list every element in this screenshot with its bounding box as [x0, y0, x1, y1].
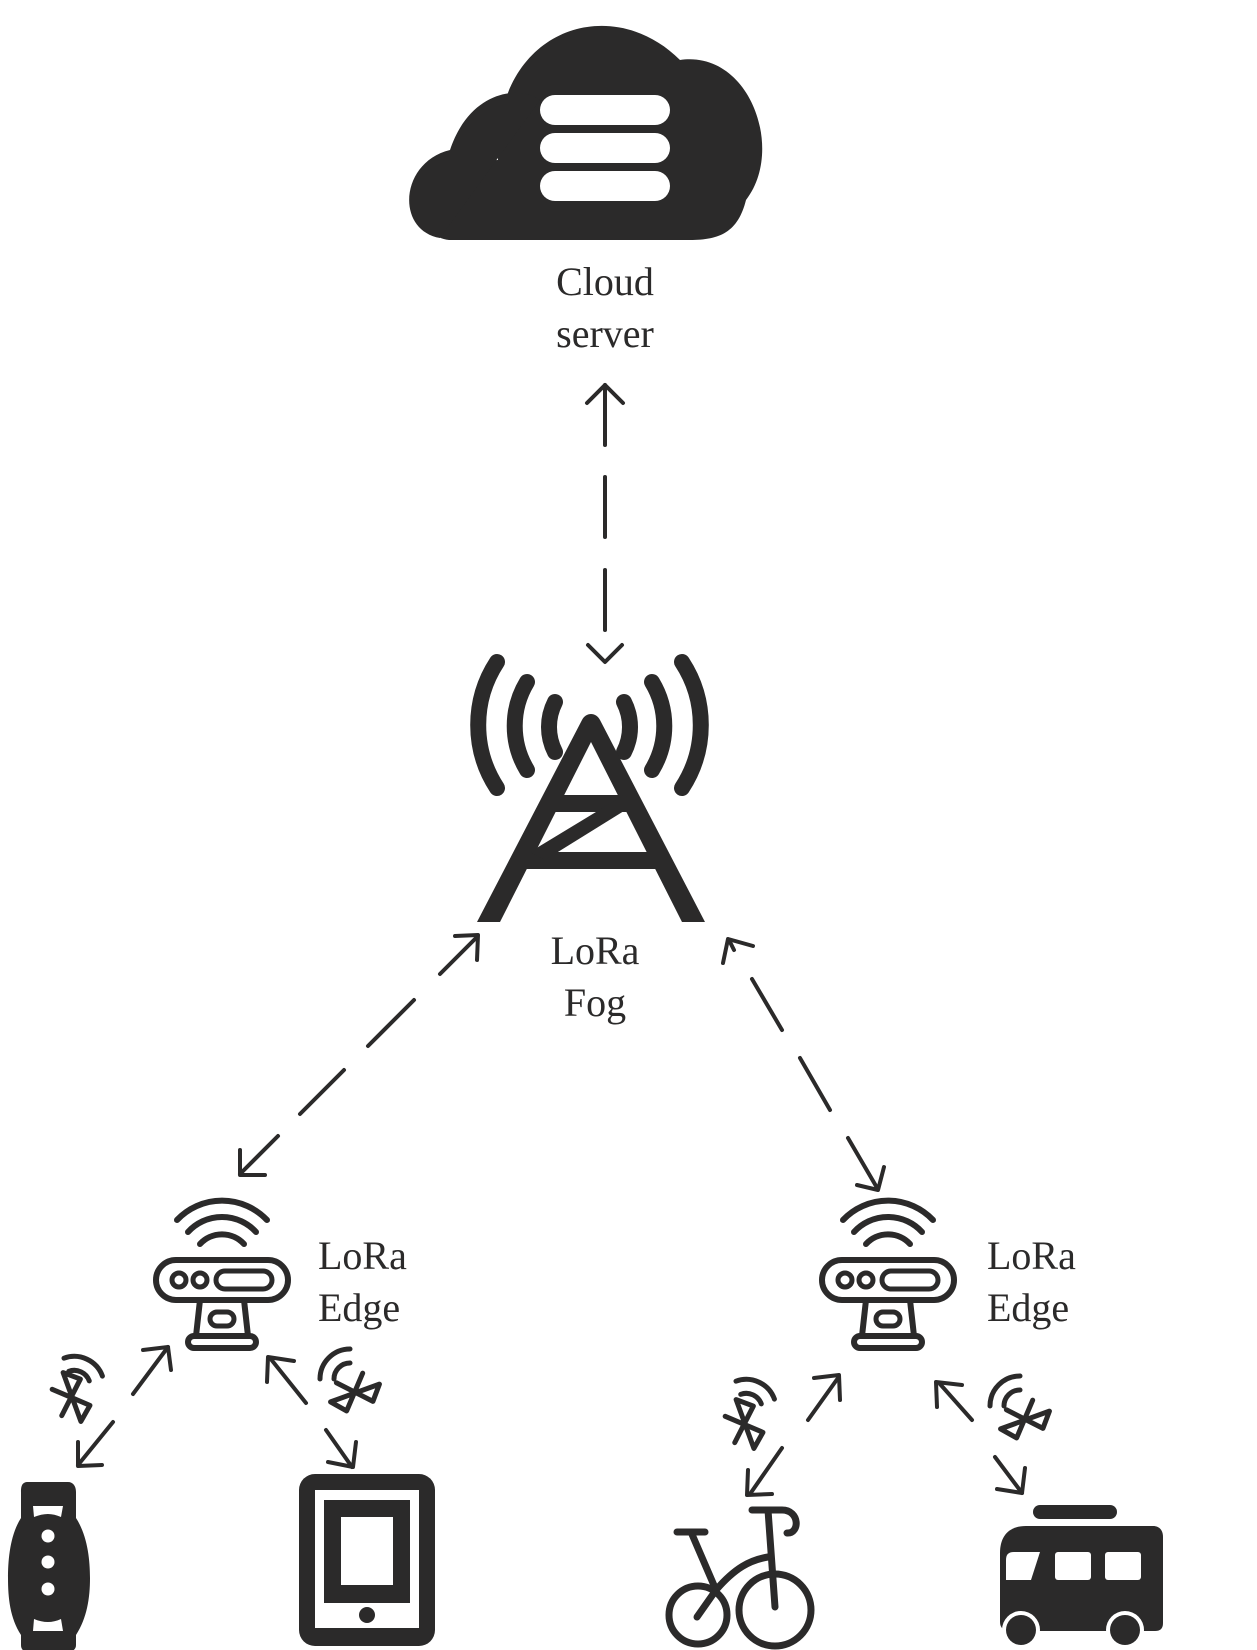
- lora-fog-label: LoRa Fog: [495, 925, 695, 1029]
- link-smartwatch-edge-left: [48, 1345, 173, 1468]
- edge-left-label-line2: Edge: [318, 1285, 401, 1330]
- lora-edge-right-label: LoRa Edge: [987, 1230, 1127, 1334]
- cloud-label-line1: Cloud: [556, 259, 654, 304]
- bicycle-icon: [665, 1506, 815, 1650]
- cell-tower-icon: [470, 654, 709, 922]
- signal-waves-icon: [64, 1348, 102, 1386]
- link-bus-edge-right: [934, 1376, 1054, 1495]
- cloud-label-line2: server: [556, 311, 654, 356]
- smartwatch-icon: [8, 1482, 90, 1650]
- edge-right-label-line1: LoRa: [987, 1233, 1076, 1278]
- cloud-server-label: Cloud server: [505, 256, 705, 360]
- signal-waves-icon: [320, 1349, 350, 1379]
- signal-waves-icon: [990, 1376, 1020, 1406]
- fog-label-line1: LoRa: [550, 928, 640, 973]
- link-edge-right-fog: [721, 937, 886, 1192]
- cloud-server-icon: [409, 25, 763, 240]
- link-fog-cloud: [585, 383, 625, 664]
- arrow-head-down: [586, 643, 624, 664]
- edge-left-label-line1: LoRa: [318, 1233, 407, 1278]
- bus-icon: [1000, 1505, 1163, 1649]
- link-edge-left-fog: [238, 933, 480, 1177]
- link-bicycle-edge-right: [721, 1371, 842, 1497]
- fog-label-line2: Fog: [563, 980, 627, 1025]
- arrow-head-up: [585, 383, 625, 405]
- lora-gateway-icon-left: [156, 1201, 288, 1348]
- link-tablet-edge-left: [265, 1349, 384, 1469]
- tablet-icon: [299, 1474, 435, 1646]
- lora-gateway-icon-right: [822, 1201, 954, 1348]
- lora-edge-left-label: LoRa Edge: [318, 1230, 458, 1334]
- edge-right-label-line2: Edge: [987, 1285, 1070, 1330]
